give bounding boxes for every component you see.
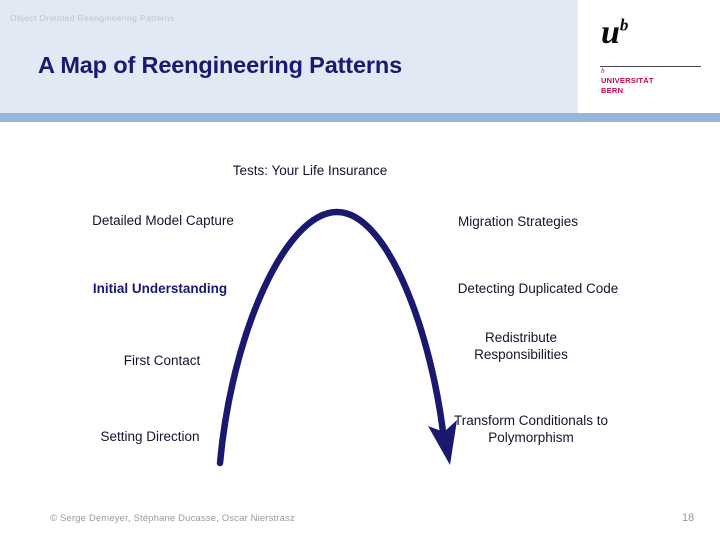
- diagram-canvas: Tests: Your Life Insurance Detailed Mode…: [0, 122, 720, 540]
- node-transform-conditionals-to-polymorphism: Transform Conditionals to Polymorphism: [453, 413, 609, 445]
- logo-tick-mark: b: [601, 67, 605, 75]
- node-first-contact: First Contact: [123, 353, 201, 368]
- footer-page-number: 18: [682, 512, 695, 524]
- node-redistribute-responsibilities: Redistribute Responsibilities: [474, 330, 568, 362]
- header-divider-rule: [0, 113, 720, 122]
- logo-panel: [578, 0, 720, 113]
- node-detecting-duplicated-code: Detecting Duplicated Code: [457, 281, 619, 296]
- university-name-line2: BERN: [601, 85, 624, 95]
- logo-divider-line: [600, 66, 701, 67]
- university-name-line1: UNIVERSITÄT: [601, 76, 654, 85]
- reengineering-arc-arrow: [216, 208, 457, 467]
- node-detailed-model-capture: Detailed Model Capture: [92, 213, 234, 228]
- node-initial-understanding: Initial Understanding: [92, 281, 228, 296]
- logo-letter-u: u: [601, 14, 620, 51]
- node-migration-strategies: Migration Strategies: [457, 214, 579, 229]
- node-tests-your-life-insurance: Tests: Your Life Insurance: [232, 163, 388, 178]
- footer-copyright: © Serge Demeyer, Stéphane Ducasse, Oscar…: [50, 513, 295, 524]
- page-title: A Map of Reengineering Patterns: [38, 52, 403, 78]
- node-setting-direction: Setting Direction: [100, 429, 200, 444]
- book-series-kicker: Object Oriented Reengineering Patterns: [10, 13, 175, 23]
- logo-superscript-b: b: [619, 15, 629, 35]
- university-logo-mark: ub: [601, 16, 629, 50]
